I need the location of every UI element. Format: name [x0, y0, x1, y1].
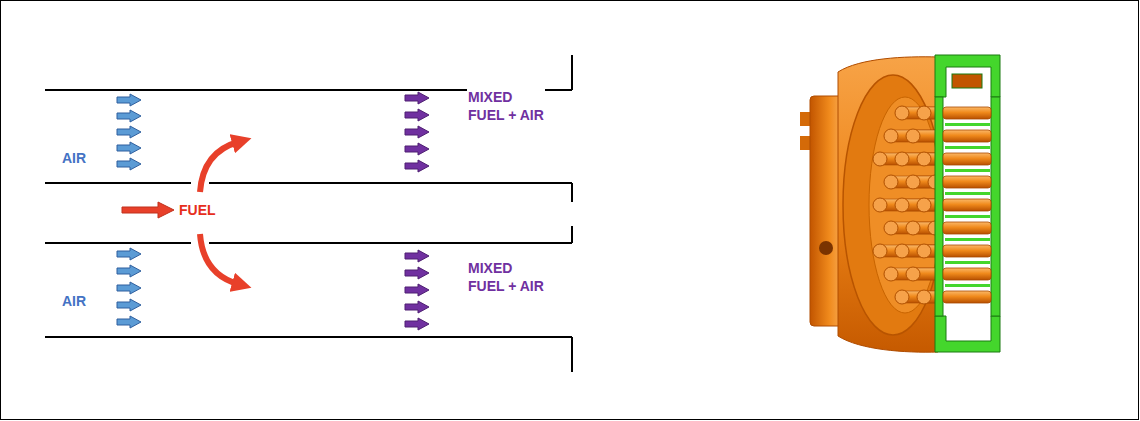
- outer-wall: [45, 336, 572, 338]
- mixture-arrow: [405, 284, 429, 296]
- tube-runs: [943, 107, 991, 303]
- air-arrow: [117, 126, 141, 138]
- tube-end: [906, 175, 920, 189]
- fuel-jet-arrow: [200, 142, 238, 192]
- tube-end: [884, 221, 898, 235]
- tube-end: [906, 129, 920, 143]
- tube: [943, 245, 991, 257]
- tube: [943, 268, 991, 280]
- mixture-label: MIXED FUEL + AIR: [467, 259, 545, 295]
- tube-end: [884, 129, 898, 143]
- tube: [943, 130, 991, 142]
- cut-section: [935, 316, 1000, 352]
- air-arrow: [117, 248, 141, 260]
- tube-end: [917, 244, 931, 258]
- tube-end: [873, 244, 887, 258]
- dish-face: [869, 97, 941, 313]
- tube-end: [917, 290, 931, 304]
- air-arrow: [117, 110, 141, 122]
- tube-end: [884, 267, 898, 281]
- tubes: [873, 106, 942, 304]
- tube-end: [895, 152, 909, 166]
- cut-web: [945, 284, 990, 287]
- flange-hole: [819, 241, 833, 255]
- fuel-tube-end: [571, 183, 573, 202]
- tube-end: [895, 290, 909, 304]
- outer-wall-end: [571, 55, 573, 90]
- tube: [943, 153, 991, 165]
- tube-end: [895, 244, 909, 258]
- cut-web: [945, 169, 990, 172]
- tube: [880, 199, 938, 211]
- mixture-arrow: [405, 318, 429, 330]
- tube-end: [906, 221, 920, 235]
- mixture-arrow: [405, 92, 429, 104]
- air-arrow: [117, 316, 141, 328]
- cut-web: [945, 215, 990, 218]
- mixture-arrow: [405, 109, 429, 121]
- fuel-jet-arrow: [200, 234, 238, 284]
- air-arrow: [117, 299, 141, 311]
- tube-end: [895, 198, 909, 212]
- air-arrow: [117, 282, 141, 294]
- tube: [943, 199, 991, 211]
- air-arrow: [117, 158, 141, 170]
- flow-arrows: [117, 92, 429, 330]
- cut-section: [991, 97, 1000, 316]
- tube-end: [884, 175, 898, 189]
- tube-end: [895, 106, 909, 120]
- tube: [943, 222, 991, 234]
- cut-section: [935, 55, 1000, 97]
- mixture-arrow: [405, 126, 429, 138]
- fuel-label: FUEL: [178, 201, 217, 219]
- tube: [943, 107, 991, 119]
- mixture-label: MIXED FUEL + AIR: [467, 88, 545, 124]
- mixture-arrow: [405, 267, 429, 279]
- cut-web: [945, 238, 990, 241]
- dish: [843, 75, 943, 335]
- tube-end: [873, 198, 887, 212]
- tube-end: [917, 152, 931, 166]
- tube: [943, 291, 991, 303]
- mixer-channel: [45, 55, 572, 372]
- fuel-tube-wall: [45, 182, 191, 184]
- tube: [880, 245, 938, 257]
- fuel-tube-wall: [45, 242, 191, 244]
- air-label: AIR: [61, 149, 87, 167]
- cut-web: [945, 192, 990, 195]
- tube-end: [917, 106, 931, 120]
- tube-end: [873, 152, 887, 166]
- outer-wall-end: [571, 337, 573, 372]
- cut-cavity: [952, 74, 982, 88]
- cut-section: [935, 97, 943, 316]
- air-arrow: [117, 142, 141, 154]
- air-arrow: [117, 265, 141, 277]
- mixture-arrow: [405, 250, 429, 262]
- injector-cutaway: [800, 55, 1000, 352]
- fuel-tube-wall: [209, 242, 572, 244]
- mixture-arrow: [405, 301, 429, 313]
- fuel-tube-end: [571, 226, 573, 243]
- air-label: AIR: [61, 292, 87, 310]
- air-arrow: [117, 94, 141, 106]
- mixture-arrow: [405, 143, 429, 155]
- tube-end: [917, 198, 931, 212]
- cut-web: [945, 123, 990, 126]
- tube: [880, 153, 938, 165]
- cut-web: [945, 146, 990, 149]
- cut-web: [945, 261, 990, 264]
- flange: [810, 96, 842, 326]
- fuel-arrow: [122, 202, 174, 218]
- tube: [943, 176, 991, 188]
- tube-end: [906, 267, 920, 281]
- fuel-tube-wall: [209, 182, 572, 184]
- mixture-arrow: [405, 160, 429, 172]
